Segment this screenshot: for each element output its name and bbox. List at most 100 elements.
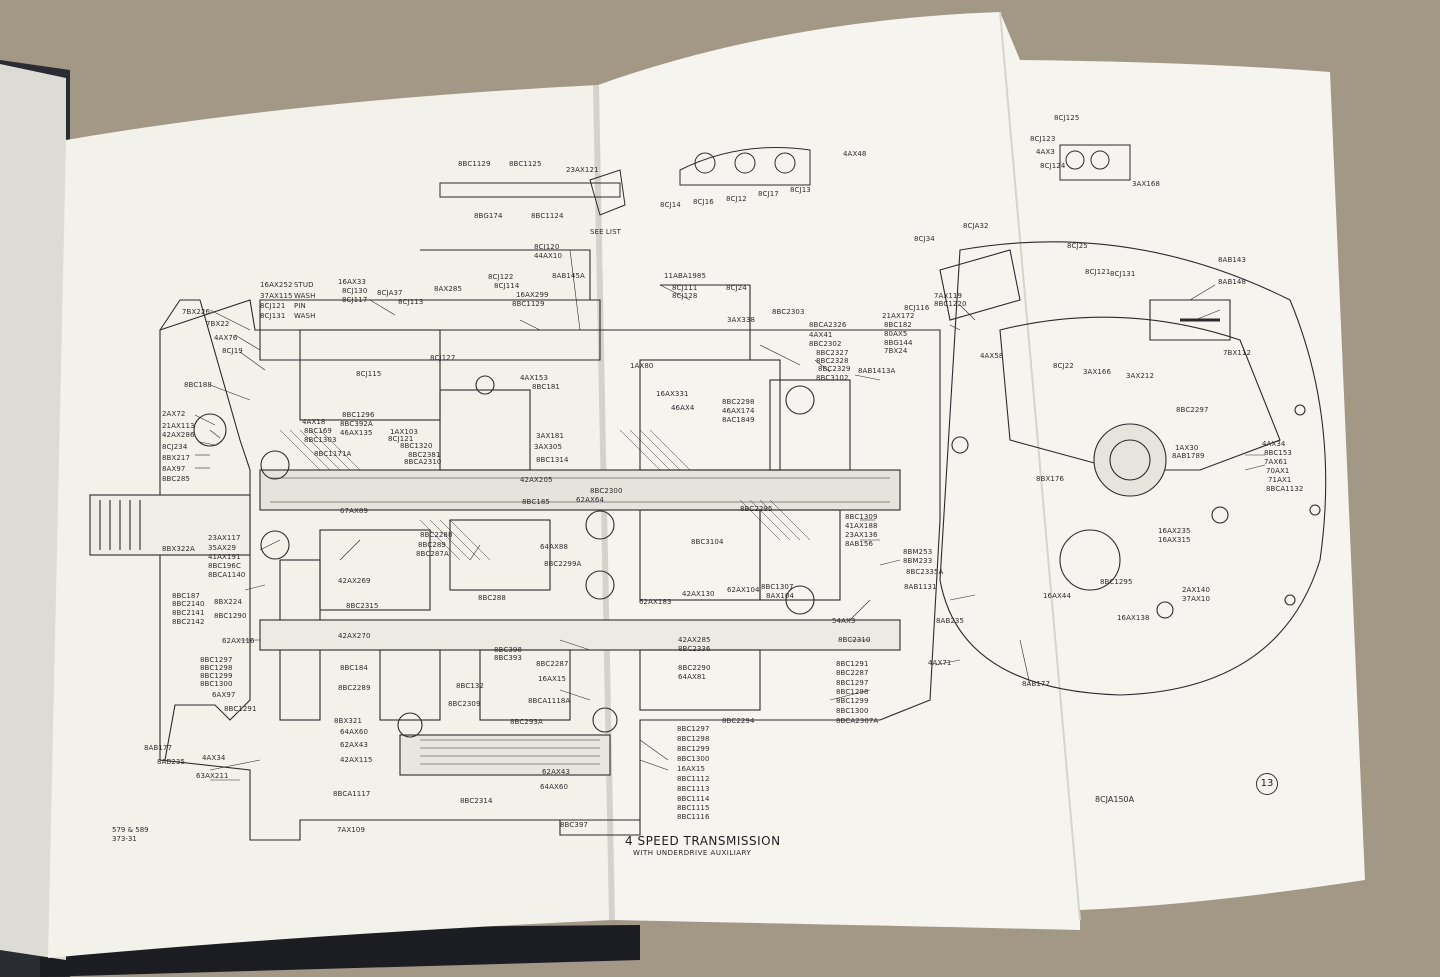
part-label: 8BC2290: [678, 664, 711, 672]
part-label: 8BC289: [418, 541, 446, 549]
part-label: 8CJ116: [904, 304, 930, 312]
part-label: 8BC1303: [304, 436, 337, 444]
part-label: 8CJ128: [672, 292, 698, 300]
part-label: 8BCA2310: [404, 458, 442, 466]
part-label: 8BC1298: [836, 688, 869, 696]
part-label: 16AX44: [1043, 592, 1071, 600]
part-label: 8CJ123: [1030, 135, 1056, 143]
part-label: 8BC1112: [677, 775, 710, 783]
part-label: 7BX226: [182, 308, 211, 316]
part-label: 8CJ121: [388, 435, 414, 443]
part-label: 4AX76: [214, 334, 238, 342]
part-label: 4AX153: [520, 374, 548, 382]
part-label: 8BC2140: [172, 600, 205, 608]
part-label: 16AX33: [338, 278, 366, 286]
part-label: 7AX119: [934, 292, 962, 300]
part-label: 8BC1220: [934, 300, 967, 308]
part-label: 3AX338: [727, 316, 755, 324]
part-label: 8AX97: [162, 465, 186, 473]
part-label: 8CJ12: [726, 195, 747, 203]
part-label: 3AX212: [1126, 372, 1154, 380]
part-label: 21AX172: [882, 312, 915, 320]
part-label: 62AX43: [542, 768, 570, 776]
part-label: 41AX191: [208, 553, 241, 561]
part-label: 8BC196C: [208, 562, 241, 570]
part-label: PIN: [294, 302, 306, 310]
page-number-badge: 13: [1256, 773, 1278, 795]
model-code: 579 & 589: [112, 826, 149, 834]
part-label: 23AX121: [566, 166, 599, 174]
part-label: 8BC1129: [512, 300, 545, 308]
part-label: 8BC1297: [836, 679, 869, 687]
part-label: 4AX18: [302, 418, 326, 426]
part-label: 71AX1: [1268, 476, 1292, 484]
part-label: 8BC2381: [408, 451, 441, 459]
part-label: 8BC1299: [836, 697, 869, 705]
part-label: 42AX115: [340, 756, 373, 764]
part-label: 3AX168: [1132, 180, 1160, 188]
part-label: 37AX115: [260, 292, 293, 300]
part-label: 4AX48: [843, 150, 867, 158]
part-label: 8BC1290: [214, 612, 247, 620]
part-label: 8BC2335A: [906, 568, 944, 576]
part-label: 8BC1298: [677, 735, 710, 743]
part-label: 16AX299: [516, 291, 549, 299]
end-view-drawing: [939, 241, 1327, 696]
part-label: 54AX3: [832, 617, 856, 625]
figure-subtitle: WITH UNDERDRIVE AUXILIARY: [633, 849, 752, 857]
part-label: 2AX140: [1182, 586, 1210, 594]
part-label: 46AX135: [340, 429, 373, 437]
part-label: 42AX205: [520, 476, 553, 484]
part-label: 8BC2315: [346, 602, 379, 610]
part-label: 8CJ19: [222, 347, 243, 355]
part-label: 8BC1299: [677, 745, 710, 753]
part-label: 35AX29: [208, 544, 236, 552]
part-label: 8BC3104: [691, 538, 724, 546]
part-label: 8BG174: [474, 212, 503, 220]
model-code: 373-31: [112, 835, 137, 843]
part-label: 23AX136: [845, 531, 878, 539]
part-label: 8BC1129: [458, 160, 491, 168]
part-label: 8CJ121: [260, 302, 286, 310]
part-label: 8BX321: [334, 717, 363, 725]
part-label: 8CJ14: [660, 201, 681, 209]
part-label: 16AX331: [656, 390, 689, 398]
part-label: 8BC285: [162, 475, 190, 483]
part-label: 8BC3102: [816, 374, 849, 382]
part-label: 42AX285: [678, 636, 711, 644]
part-label: 1AX30: [1175, 444, 1199, 452]
part-label: 7BX22: [206, 320, 230, 328]
part-label: 16AX235: [1158, 527, 1191, 535]
part-label: 8CJ115: [356, 370, 382, 378]
part-label: 8BC1320: [400, 442, 433, 450]
inset-detail-right: [1059, 144, 1131, 181]
model-code-block: 579 & 589 373-31: [112, 826, 149, 844]
part-label: 8CJ124: [1040, 162, 1066, 170]
part-label: 7BX24: [884, 347, 908, 355]
part-label: 80AX5: [884, 330, 908, 338]
part-label: 42AX130: [682, 590, 715, 598]
part-label: 8BC397: [560, 821, 588, 829]
part-label: 8BC1113: [677, 785, 710, 793]
part-label: 3AX305: [534, 443, 562, 451]
part-label: 63AX211: [196, 772, 229, 780]
part-label: 42AX270: [338, 632, 371, 640]
part-label: 8BC2297: [1176, 406, 1209, 414]
part-label: 8CJ234: [162, 443, 188, 451]
part-label: 8BC392A: [340, 420, 373, 428]
part-label: 8CJ13: [790, 186, 811, 194]
part-label: 8AX285: [434, 285, 462, 293]
page-fold: [999, 11, 1081, 921]
part-label: 1AX103: [390, 428, 418, 436]
transmission-drawing: [89, 249, 941, 841]
page-stack-left: [0, 64, 66, 960]
part-label: 8BC2287: [836, 669, 869, 677]
part-label: 8BC2298: [722, 398, 755, 406]
part-label: 8BC1291: [224, 705, 257, 713]
part-label: 4AX34: [1262, 440, 1286, 448]
part-label: 62AX104: [727, 586, 760, 594]
part-label: 1AX80: [630, 362, 654, 370]
part-label: 4AX58: [980, 352, 1004, 360]
part-label: 8AB156: [845, 540, 874, 548]
leader-lines: [194, 249, 1266, 781]
